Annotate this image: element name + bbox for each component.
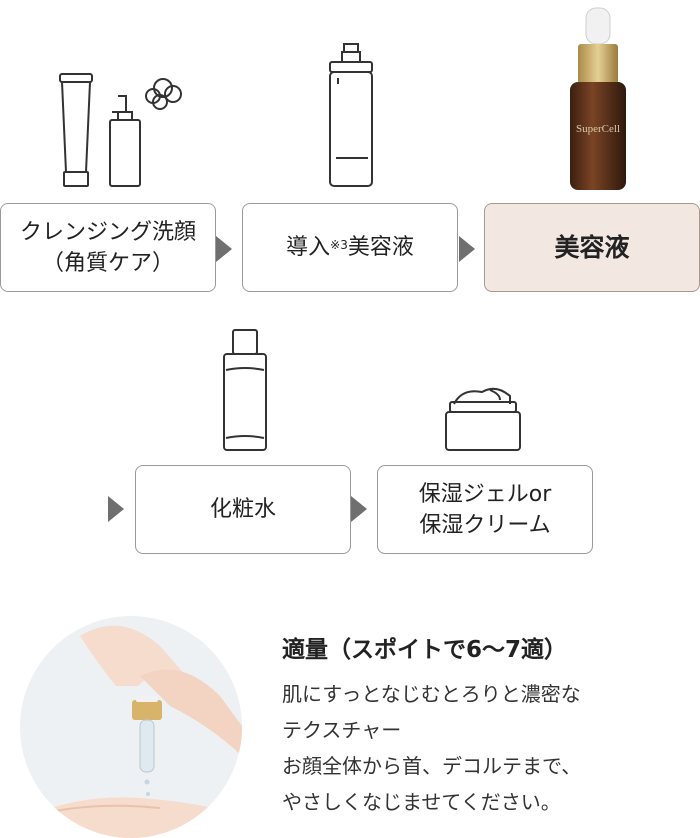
step-toner-label: 化粧水 xyxy=(209,497,276,522)
step-cleansing-line1: クレンジング洗顔 xyxy=(19,219,196,245)
hand-dropper-illustration xyxy=(20,625,242,838)
arrow-icon xyxy=(459,236,475,262)
cleansing-products-icon xyxy=(59,73,182,187)
step-serum-highlighted: 美容液 xyxy=(484,203,700,292)
supercell-serum-product-image: SuperCell xyxy=(570,7,626,190)
arrow-icon xyxy=(108,496,124,522)
step-serum-label: 美容液 xyxy=(554,233,630,262)
step-booster-prefix: 導入 xyxy=(286,235,331,260)
svg-text:SuperCell: SuperCell xyxy=(576,123,620,135)
step-moisturizer: 保湿ジェルor 保湿クリーム xyxy=(377,465,593,554)
usage-title: 適量（スポイトで6～7適） xyxy=(282,637,568,663)
step-booster-serum: 導入※3美容液 xyxy=(242,203,458,292)
usage-photo xyxy=(20,616,242,838)
usage-description: 肌にすっとなじむとろりと濃密な テクスチャー お顔全体から首、デコルテまで、 や… xyxy=(282,676,692,820)
step-toner: 化粧水 xyxy=(135,465,351,554)
toner-bottle-icon xyxy=(223,329,267,451)
step-moisturizer-line2: 保湿クリーム xyxy=(419,512,551,538)
footnote-mark: ※3 xyxy=(330,238,348,252)
step-booster-suffix: 美容液 xyxy=(347,235,414,260)
arrow-icon xyxy=(216,236,232,262)
usage-line: テクスチャー xyxy=(282,718,402,742)
step-moisturizer-line1: 保湿ジェルor xyxy=(418,481,552,507)
moisturizer-jar-icon xyxy=(445,387,521,451)
step-cleansing: クレンジング洗顔 （角質ケア） xyxy=(0,203,216,292)
usage-line: 肌にすっとなじむとろりと濃密な xyxy=(282,682,581,706)
usage-line: やさしくなじませてください。 xyxy=(282,790,561,814)
usage-line: お顔全体から首、デコルテまで、 xyxy=(282,754,582,778)
booster-serum-bottle-icon xyxy=(329,43,373,187)
step-cleansing-line2: （角質ケア） xyxy=(41,250,174,276)
arrow-icon xyxy=(351,496,367,522)
